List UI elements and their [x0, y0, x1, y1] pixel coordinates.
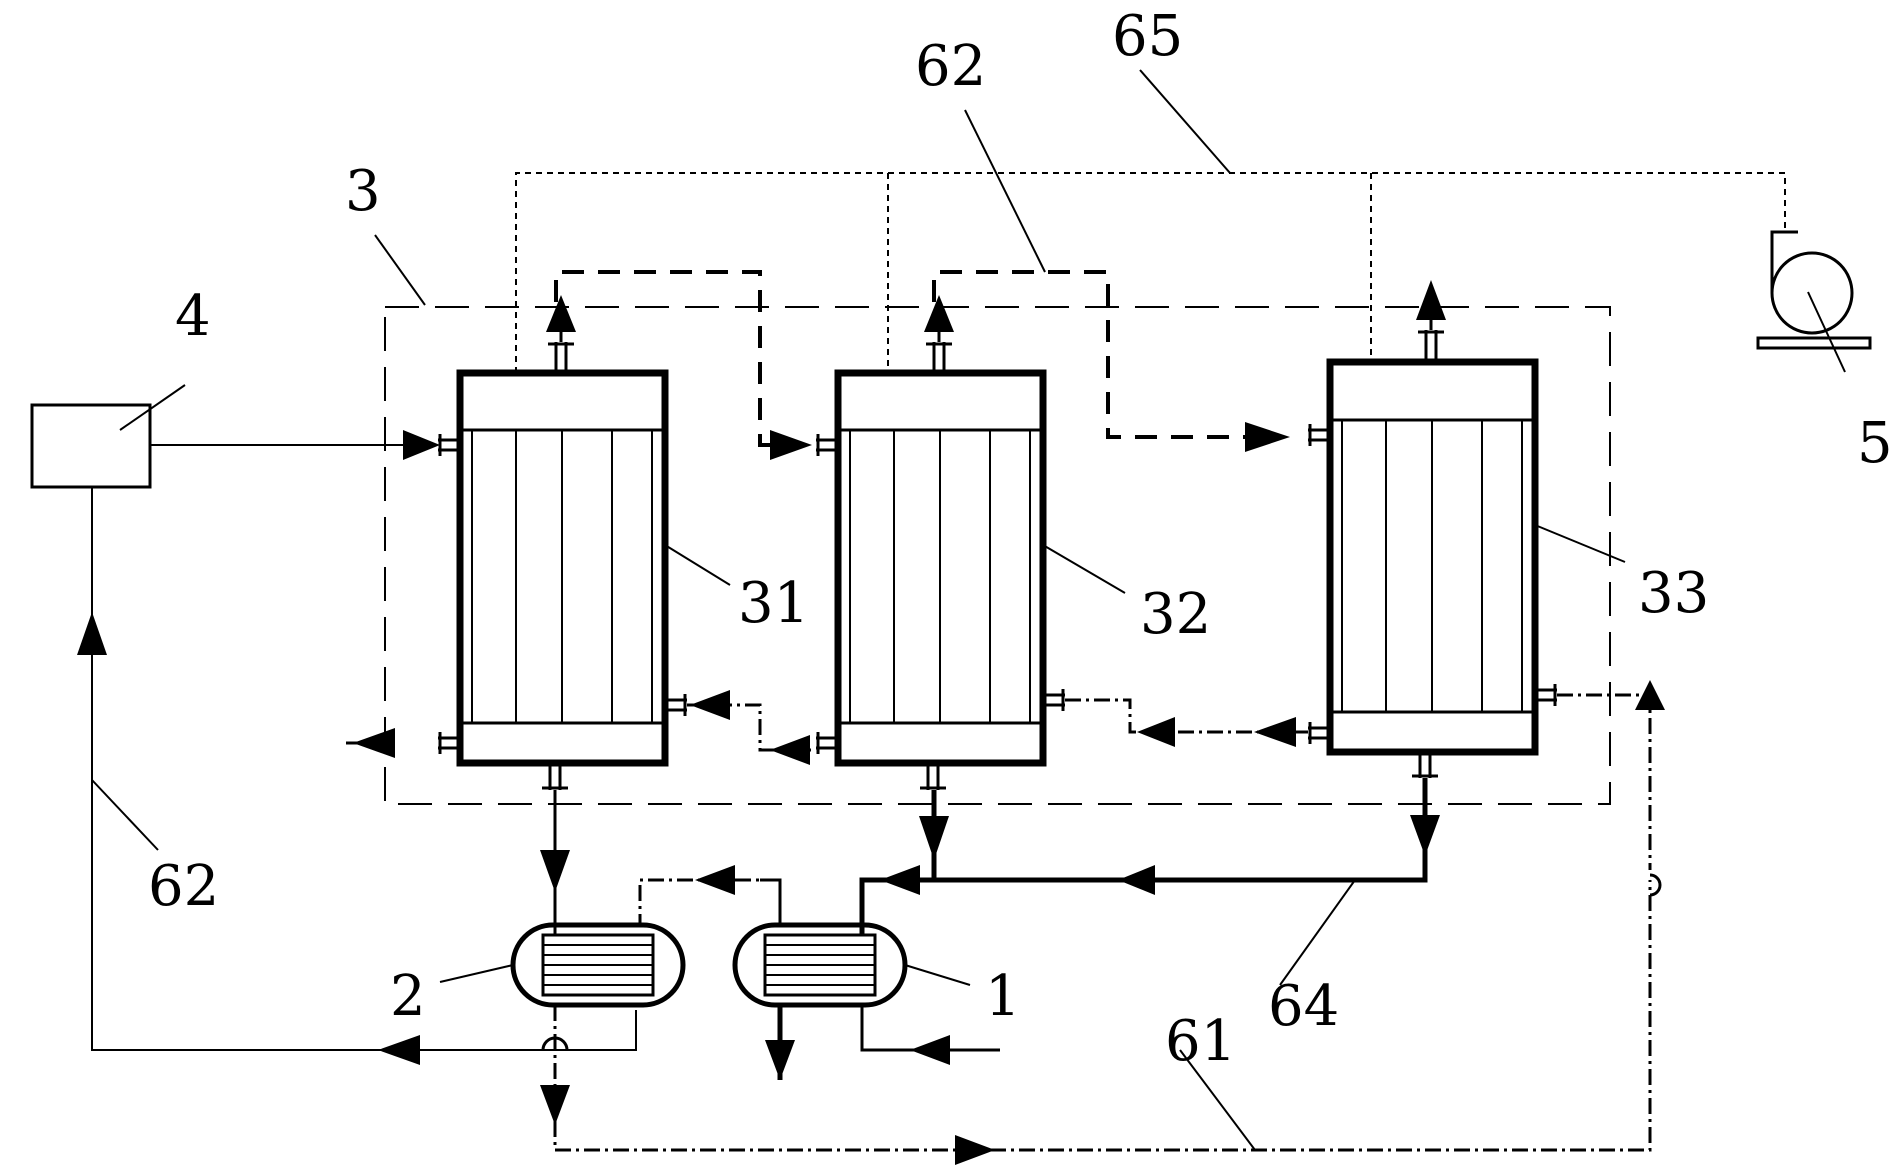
vacuum-pump-5: [1756, 230, 1872, 350]
column-nozzles: [438, 330, 1557, 790]
label-33: 33: [1638, 561, 1709, 626]
label-4: 4: [175, 284, 211, 349]
label-3: 3: [345, 159, 381, 224]
line-62-left: [77, 487, 637, 1065]
labels: 3 4 5 31 32 33 1 2 61 62 62 64 65: [148, 4, 1893, 1074]
column-31: [456, 369, 669, 767]
label-2: 2: [390, 964, 426, 1029]
line-61: [540, 680, 1665, 1165]
label-64: 64: [1268, 974, 1339, 1039]
label-61: 61: [1165, 1009, 1236, 1074]
column-33: [1326, 358, 1539, 756]
label-62-top: 62: [915, 34, 986, 99]
bottom-outflows: [540, 778, 1440, 935]
label-31: 31: [738, 571, 809, 636]
leader-lines: [91, 69, 1846, 1151]
enclosure-3: [384, 306, 1611, 805]
top-outlet-arrows: [546, 280, 1446, 342]
label-5: 5: [1857, 411, 1893, 476]
source-4: [30, 403, 440, 489]
column-side-flows: [346, 690, 1652, 870]
column-32: [834, 369, 1047, 767]
label-1: 1: [985, 964, 1021, 1029]
exchanger-2: [510, 922, 686, 1008]
label-65: 65: [1112, 4, 1183, 69]
exchanger-1: [638, 865, 1000, 1080]
label-32: 32: [1140, 582, 1211, 647]
label-62-left: 62: [148, 854, 219, 919]
line-62-top: [554, 270, 1290, 460]
line-65: [515, 172, 1786, 373]
